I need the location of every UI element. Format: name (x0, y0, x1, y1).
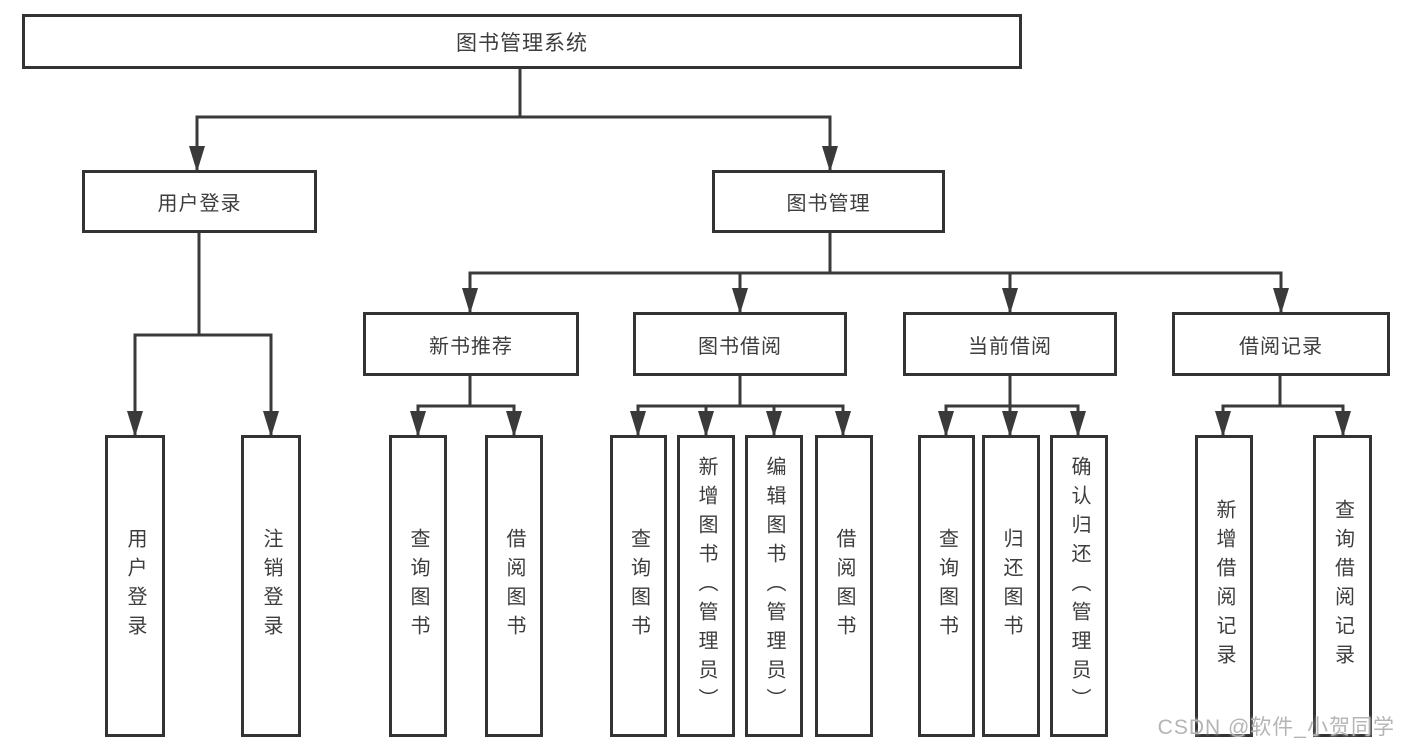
node-root: 图书管理系统 (22, 14, 1022, 69)
node-label-query-books-3: 查询图书 (935, 528, 958, 644)
connector-book-management-to-book-borrow (732, 233, 832, 314)
node-label-user-login: 用户登录 (157, 193, 242, 215)
node-borrow-books-1: 借阅图书 (485, 435, 543, 737)
connector-new-book-recommend-to-borrow-books-1 (468, 376, 522, 437)
node-book-borrow: 图书借阅 (633, 312, 847, 376)
connector-borrow-records-to-add-borrow-record (1215, 376, 1282, 437)
node-label-add-borrow-record: 新增借阅记录 (1213, 499, 1235, 673)
node-label-borrow-records: 借阅记录 (1239, 335, 1323, 358)
connector-current-borrow-to-query-books-3 (938, 376, 1012, 437)
node-query-books-2: 查询图书 (610, 435, 667, 737)
node-label-borrow-books-1: 借阅图书 (503, 528, 525, 644)
node-label-borrow-books-2: 借阅图书 (833, 528, 855, 644)
connector-user-login-to-logout-leaf (197, 233, 279, 437)
connector-edges (127, 69, 1351, 437)
node-label-book-management: 图书管理 (786, 193, 871, 215)
connector-book-management-to-borrow-records (828, 233, 1289, 314)
node-user-login: 用户登录 (82, 170, 317, 233)
node-label-edit-books-admin: 编辑图书（管理员） (763, 455, 785, 717)
watermark: CSDN @软件_小贺同学 (1157, 716, 1395, 739)
node-label-query-books-2: 查询图书 (627, 528, 650, 644)
connector-current-borrow-to-confirm-return-admin (1008, 376, 1086, 437)
node-label-current-borrow: 当前借阅 (968, 335, 1052, 358)
node-return-books: 归还图书 (982, 435, 1040, 737)
node-label-query-books-1: 查询图书 (407, 528, 429, 644)
node-confirm-return-admin: 确认归还（管理员） (1050, 435, 1108, 737)
connector-root-to-user-login (189, 69, 522, 172)
node-add-books-admin: 新增图书（管理员） (677, 435, 735, 737)
node-query-borrow-record: 查询借阅记录 (1313, 435, 1372, 737)
connector-book-borrow-to-add-books-admin (698, 376, 742, 437)
node-label-add-books-admin: 新增图书（管理员） (695, 455, 717, 717)
node-label-new-book-recommend: 新书推荐 (429, 335, 513, 358)
node-borrow-books-2: 借阅图书 (815, 435, 873, 737)
connector-borrow-records-to-query-borrow-record (1278, 376, 1351, 437)
node-current-borrow: 当前借阅 (903, 312, 1117, 376)
node-logout-leaf: 注销登录 (241, 435, 301, 737)
node-borrow-records: 借阅记录 (1172, 312, 1390, 376)
connector-new-book-recommend-to-query-books-1 (410, 376, 472, 437)
node-label-root: 图书管理系统 (456, 31, 588, 55)
node-query-books-3: 查询图书 (918, 435, 975, 737)
node-edit-books-admin: 编辑图书（管理员） (745, 435, 803, 737)
connector-book-borrow-to-borrow-books-2 (738, 376, 851, 437)
connector-root-to-book-management (518, 69, 838, 172)
node-user-login-leaf: 用户登录 (105, 435, 165, 737)
node-label-book-borrow: 图书借阅 (698, 335, 782, 358)
node-label-return-books: 归还图书 (1000, 528, 1022, 644)
connector-user-login-to-user-login-leaf (127, 233, 201, 437)
node-label-query-borrow-record: 查询借阅记录 (1331, 499, 1354, 673)
node-label-user-login-leaf: 用户登录 (124, 528, 146, 644)
node-new-book-recommend: 新书推荐 (363, 312, 579, 376)
node-query-books-1: 查询图书 (389, 435, 447, 737)
node-label-confirm-return-admin: 确认归还（管理员） (1068, 455, 1090, 717)
node-add-borrow-record: 新增借阅记录 (1195, 435, 1253, 737)
node-book-management: 图书管理 (712, 170, 945, 233)
node-label-logout-leaf: 注销登录 (260, 528, 282, 644)
